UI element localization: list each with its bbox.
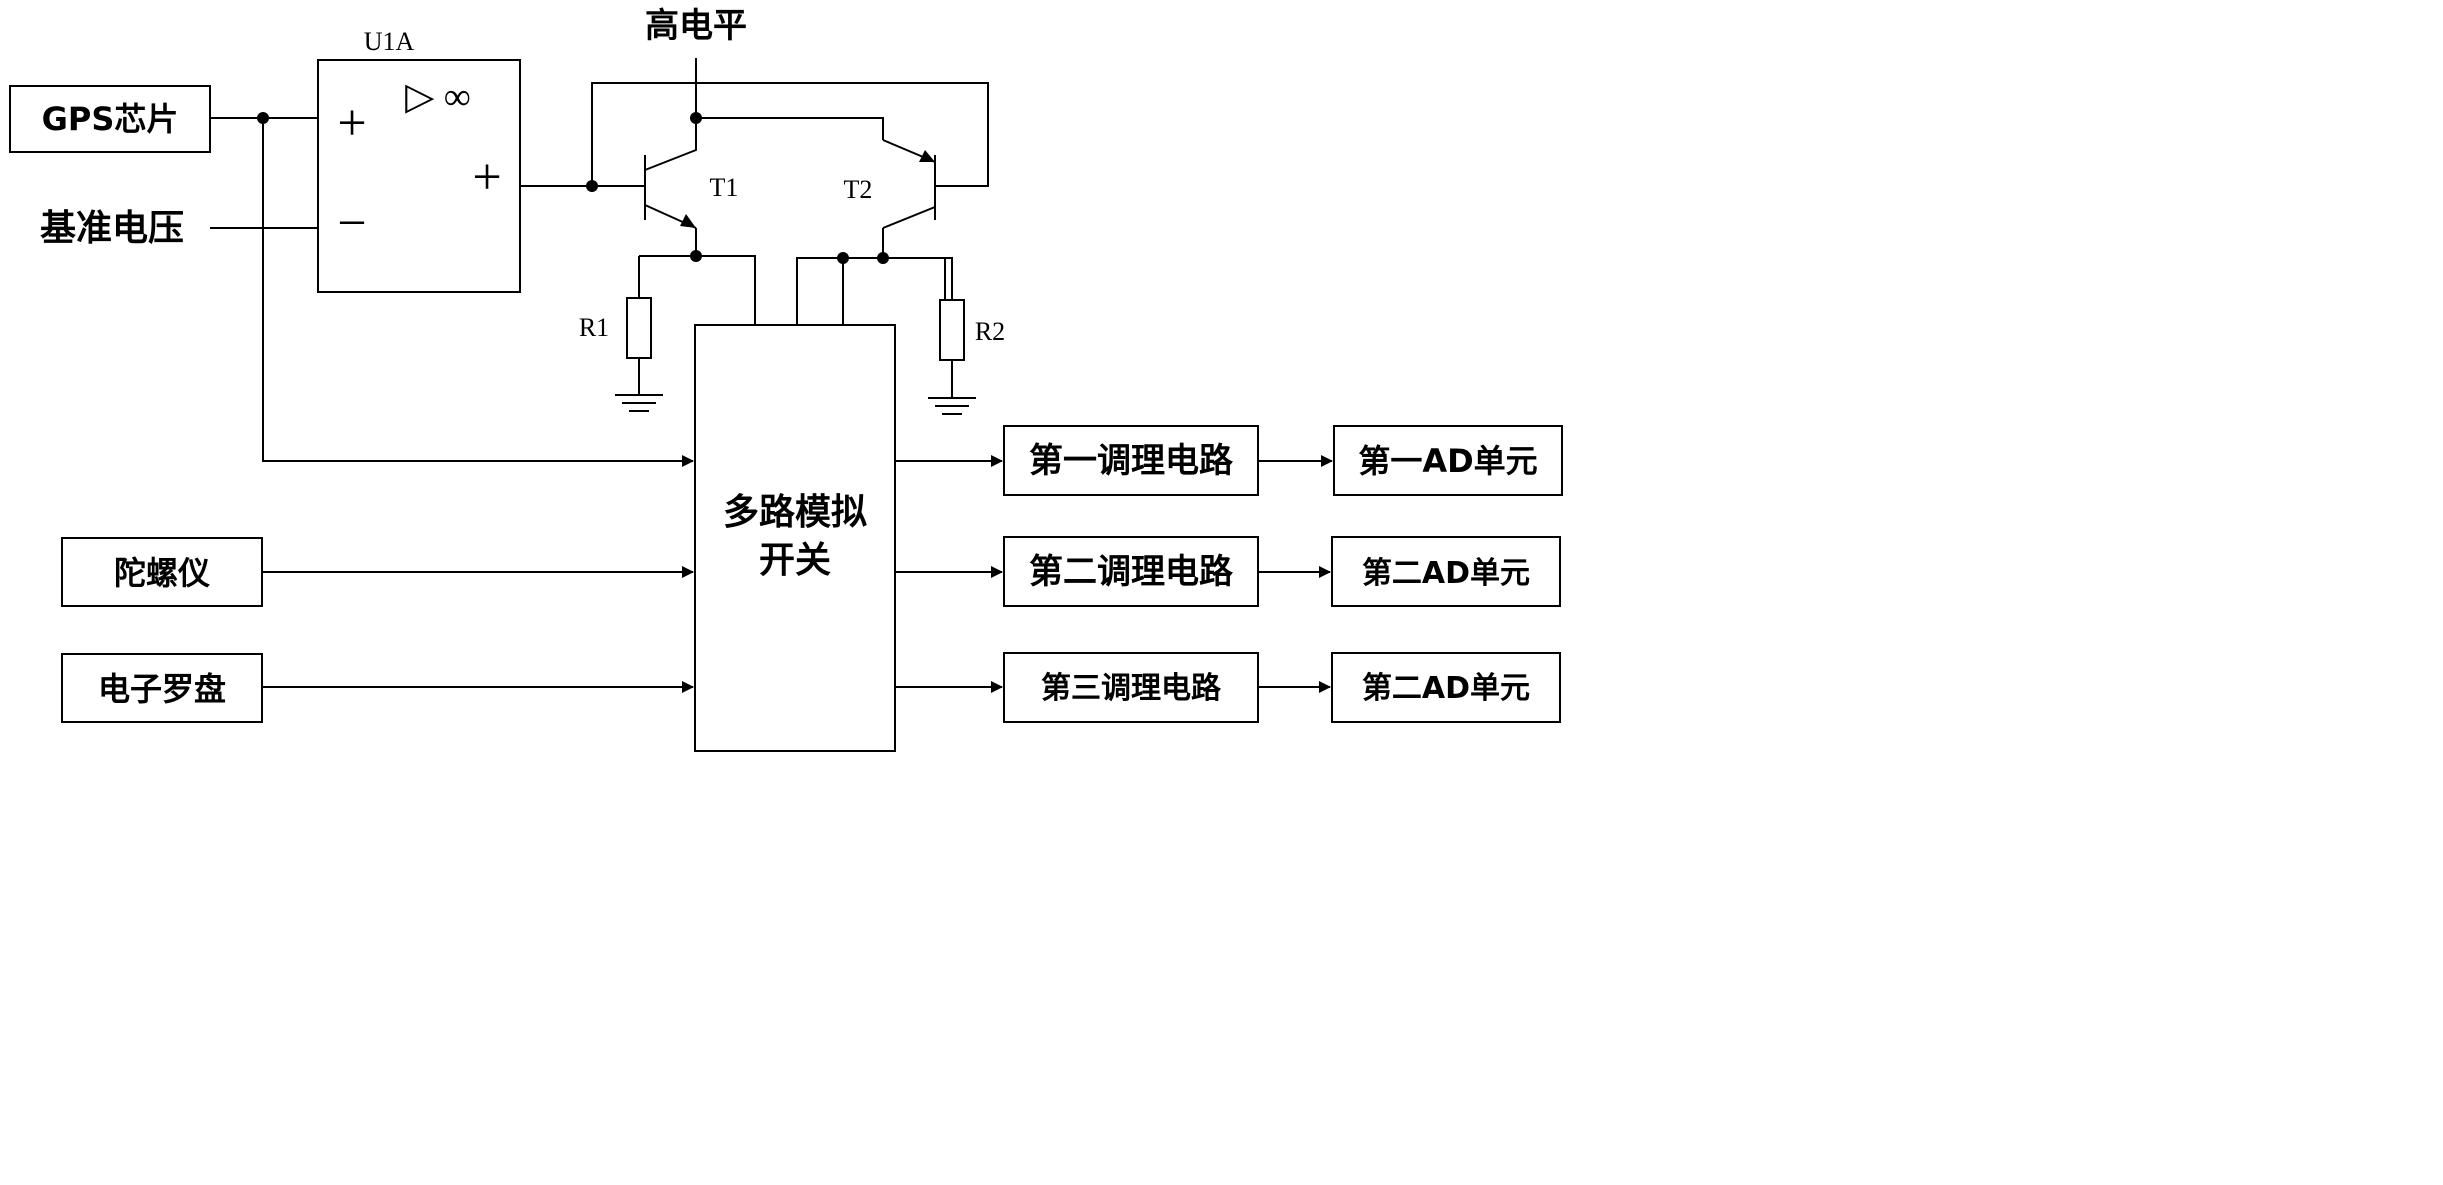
wire-t2-to-mux <box>796 257 946 325</box>
wire-gps-to-mux <box>262 118 694 467</box>
high-level-label: 高电平 <box>645 6 747 46</box>
ground-r1-icon <box>615 394 663 412</box>
opamp-plus-input-label: + <box>337 95 366 152</box>
mux-label-line1: 多路模拟 <box>723 492 867 533</box>
opamp-name-label: U1A <box>364 27 415 56</box>
cond2-label: 第二调理电路 <box>1029 552 1234 592</box>
resistor-r1: R1 <box>579 256 652 395</box>
gps-chip-label: GPS芯片 <box>42 100 179 138</box>
ad1-label: 第一AD单元 <box>1358 442 1537 480</box>
analog-mux-block: 多路模拟 开关 <box>694 324 896 752</box>
wire-feedback-loop <box>591 82 989 187</box>
ad-unit-3: 第二AD单元 <box>1331 652 1561 723</box>
wire-t1-to-mux <box>639 255 756 325</box>
mux-label-line2: 开关 <box>759 540 831 581</box>
wire-high-to-t2 <box>696 117 884 140</box>
opamp-u1a: U1A + − + ▷ ∞ <box>317 27 521 293</box>
wire-r2-top <box>945 257 953 300</box>
transistor-t1: T1 <box>644 118 739 229</box>
gyroscope-block: 陀螺仪 <box>61 537 263 607</box>
reference-voltage-label: 基准电压 <box>40 208 184 249</box>
ad-unit-2: 第二AD单元 <box>1331 536 1561 607</box>
compass-block: 电子罗盘 <box>61 653 263 723</box>
gyroscope-label: 陀螺仪 <box>114 554 210 592</box>
opamp-minus-input-label: − <box>337 195 366 252</box>
conditioning-circuit-3: 第三调理电路 <box>1003 652 1259 723</box>
cond1-label: 第一调理电路 <box>1029 441 1234 481</box>
opamp-output-label: + <box>472 149 501 206</box>
r2-label: R2 <box>975 317 1005 346</box>
conditioning-circuit-1: 第一调理电路 <box>1003 425 1259 496</box>
opamp-symbol: ▷ ∞ <box>405 76 471 118</box>
conditioning-circuit-2: 第二调理电路 <box>1003 536 1259 607</box>
ad3-label: 第二AD单元 <box>1362 671 1530 706</box>
transistor-t2: T2 <box>844 139 936 229</box>
t1-label: T1 <box>710 173 739 202</box>
compass-label: 电子罗盘 <box>98 670 226 708</box>
ad-unit-1: 第一AD单元 <box>1333 425 1563 496</box>
ground-r2-icon <box>928 397 976 415</box>
circuit-diagram: GPS芯片 基准电压 高电平 U1A + − + ▷ ∞ T1 <box>9 6 1563 752</box>
r1-label: R1 <box>579 313 609 342</box>
t2-label: T2 <box>844 175 873 204</box>
ad2-label: 第二AD单元 <box>1362 556 1530 591</box>
resistor-r2: R2 <box>939 299 1005 398</box>
gps-chip-block: GPS芯片 <box>9 85 211 153</box>
cond3-label: 第三调理电路 <box>1041 671 1222 706</box>
